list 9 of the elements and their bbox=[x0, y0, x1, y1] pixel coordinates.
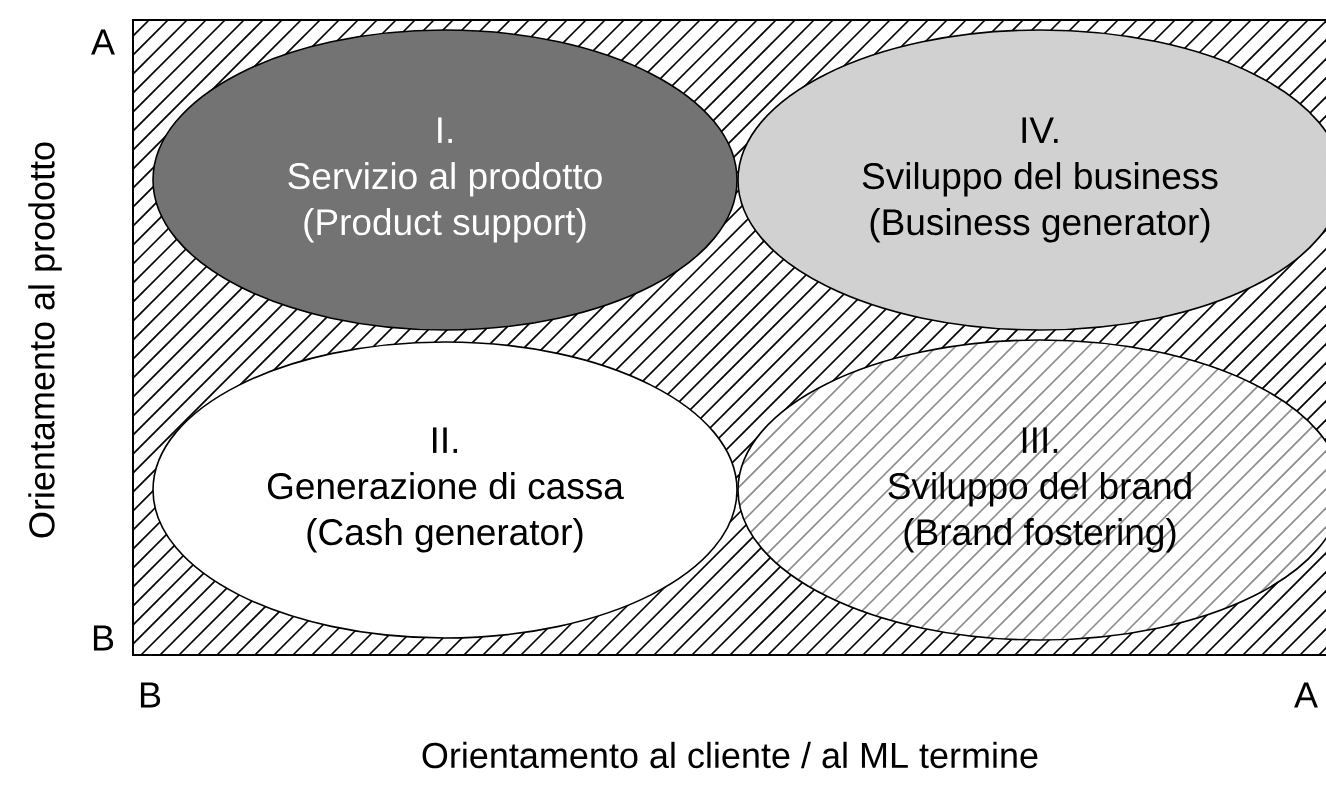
axis-title: Orientamento al cliente / al ML termine bbox=[420, 741, 1040, 769]
label: B bbox=[91, 625, 115, 651]
node-label: Sviluppo del brand bbox=[888, 472, 1191, 507]
label: B bbox=[138, 682, 162, 708]
label: A bbox=[91, 29, 115, 55]
label: A bbox=[1294, 682, 1318, 708]
node-label: III. bbox=[1022, 427, 1058, 453]
node-label: (Brand fostering) bbox=[904, 518, 1176, 553]
axis-title: Orientamento al prodotto bbox=[28, 140, 62, 540]
